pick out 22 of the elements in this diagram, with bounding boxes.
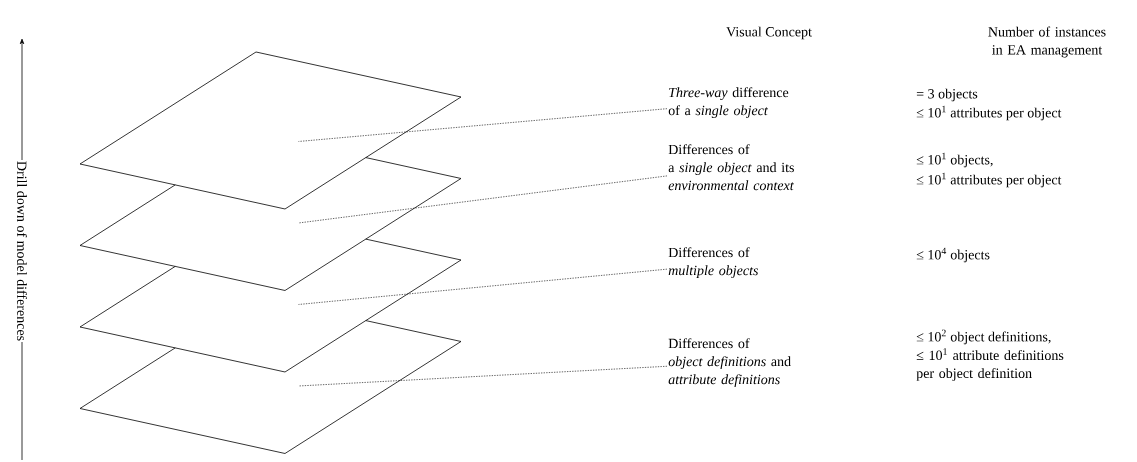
- leader-line: [298, 175, 668, 224]
- concept-text: Differences of a single object and its environmental context: [668, 144, 794, 191]
- concept-text: Differences of multiple objects: [668, 247, 758, 279]
- instance-count: ≤ 10$^{2}$ object definitions,: [916, 329, 1051, 345]
- instance-count: ≤ 10$^{1}$ attributes per object: [916, 172, 1062, 188]
- leader-line: [298, 365, 668, 387]
- instance-count: ≤ 10$^{1}$ attributes per object: [916, 105, 1062, 121]
- plane-shape: [79, 320, 462, 454]
- plane-shape: [79, 51, 462, 210]
- instance-count: ≤ 10$^{4}$ objects: [916, 247, 990, 263]
- plane-shape: [79, 238, 462, 373]
- instance-count: = 3 objects: [916, 88, 978, 102]
- instance-count: ≤ 10$^{1}$ attribute definitions per object definition: [916, 348, 1064, 381]
- instance-count: ≤ 10$^{1}$ objects,: [916, 152, 993, 168]
- concept-text: Three-way difference of a single object: [668, 87, 789, 119]
- concept-text: Differences of object definitions and attribute definitions: [668, 338, 791, 388]
- column-heading: Number of instances in EA management: [988, 26, 1106, 58]
- column-heading: Visual Concept: [726, 26, 812, 40]
- axis-label: Drill down of model differences: [16, 159, 28, 343]
- leader-line: [298, 108, 668, 142]
- plane-shape: [79, 157, 462, 291]
- leader-line: [298, 268, 668, 305]
